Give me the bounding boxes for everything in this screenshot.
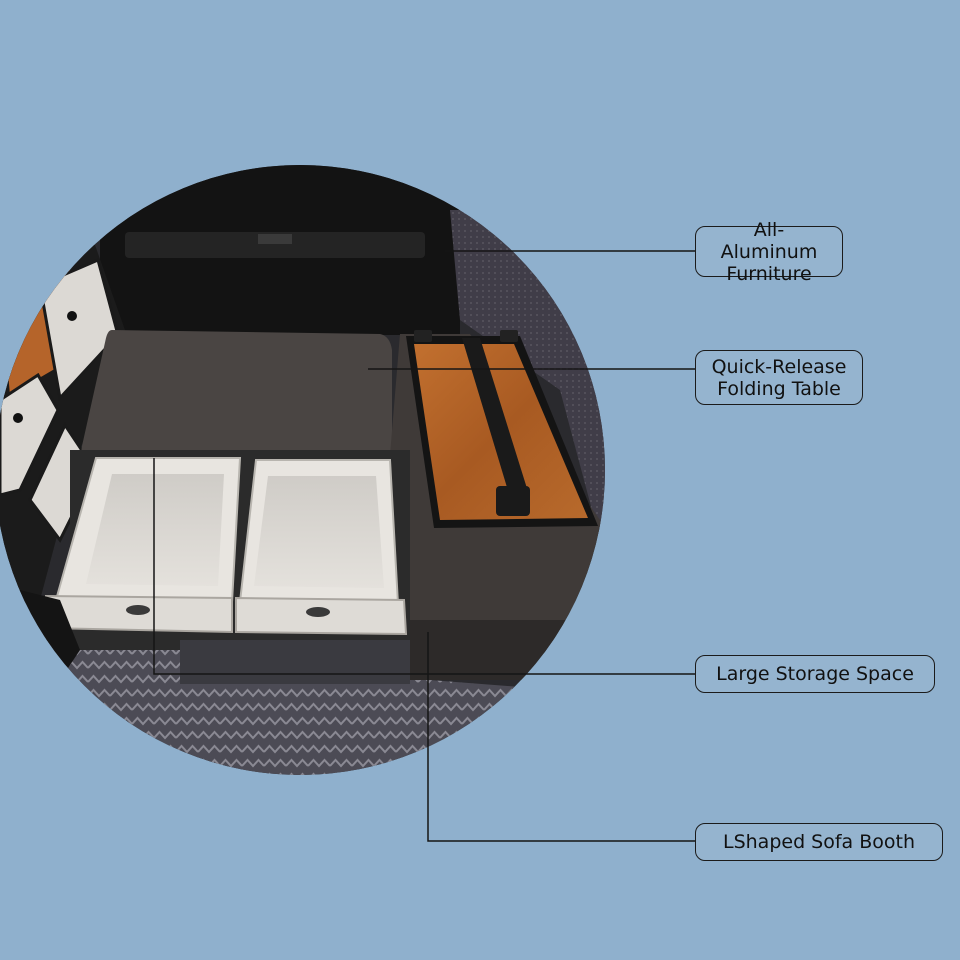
callout-lshaped-sofa-booth: LShaped Sofa Booth [695, 823, 943, 861]
callout-large-storage-space: Large Storage Space [695, 655, 935, 693]
seat-cushion [81, 330, 392, 455]
photo-circle [0, 165, 605, 775]
callout-all-aluminum-furniture: All-Aluminum Furniture [695, 219, 843, 285]
callout-quick-release-folding-table: Quick-Release Folding Table [695, 350, 863, 405]
table-support-bar [462, 338, 530, 504]
leader-lines [153, 250, 695, 842]
